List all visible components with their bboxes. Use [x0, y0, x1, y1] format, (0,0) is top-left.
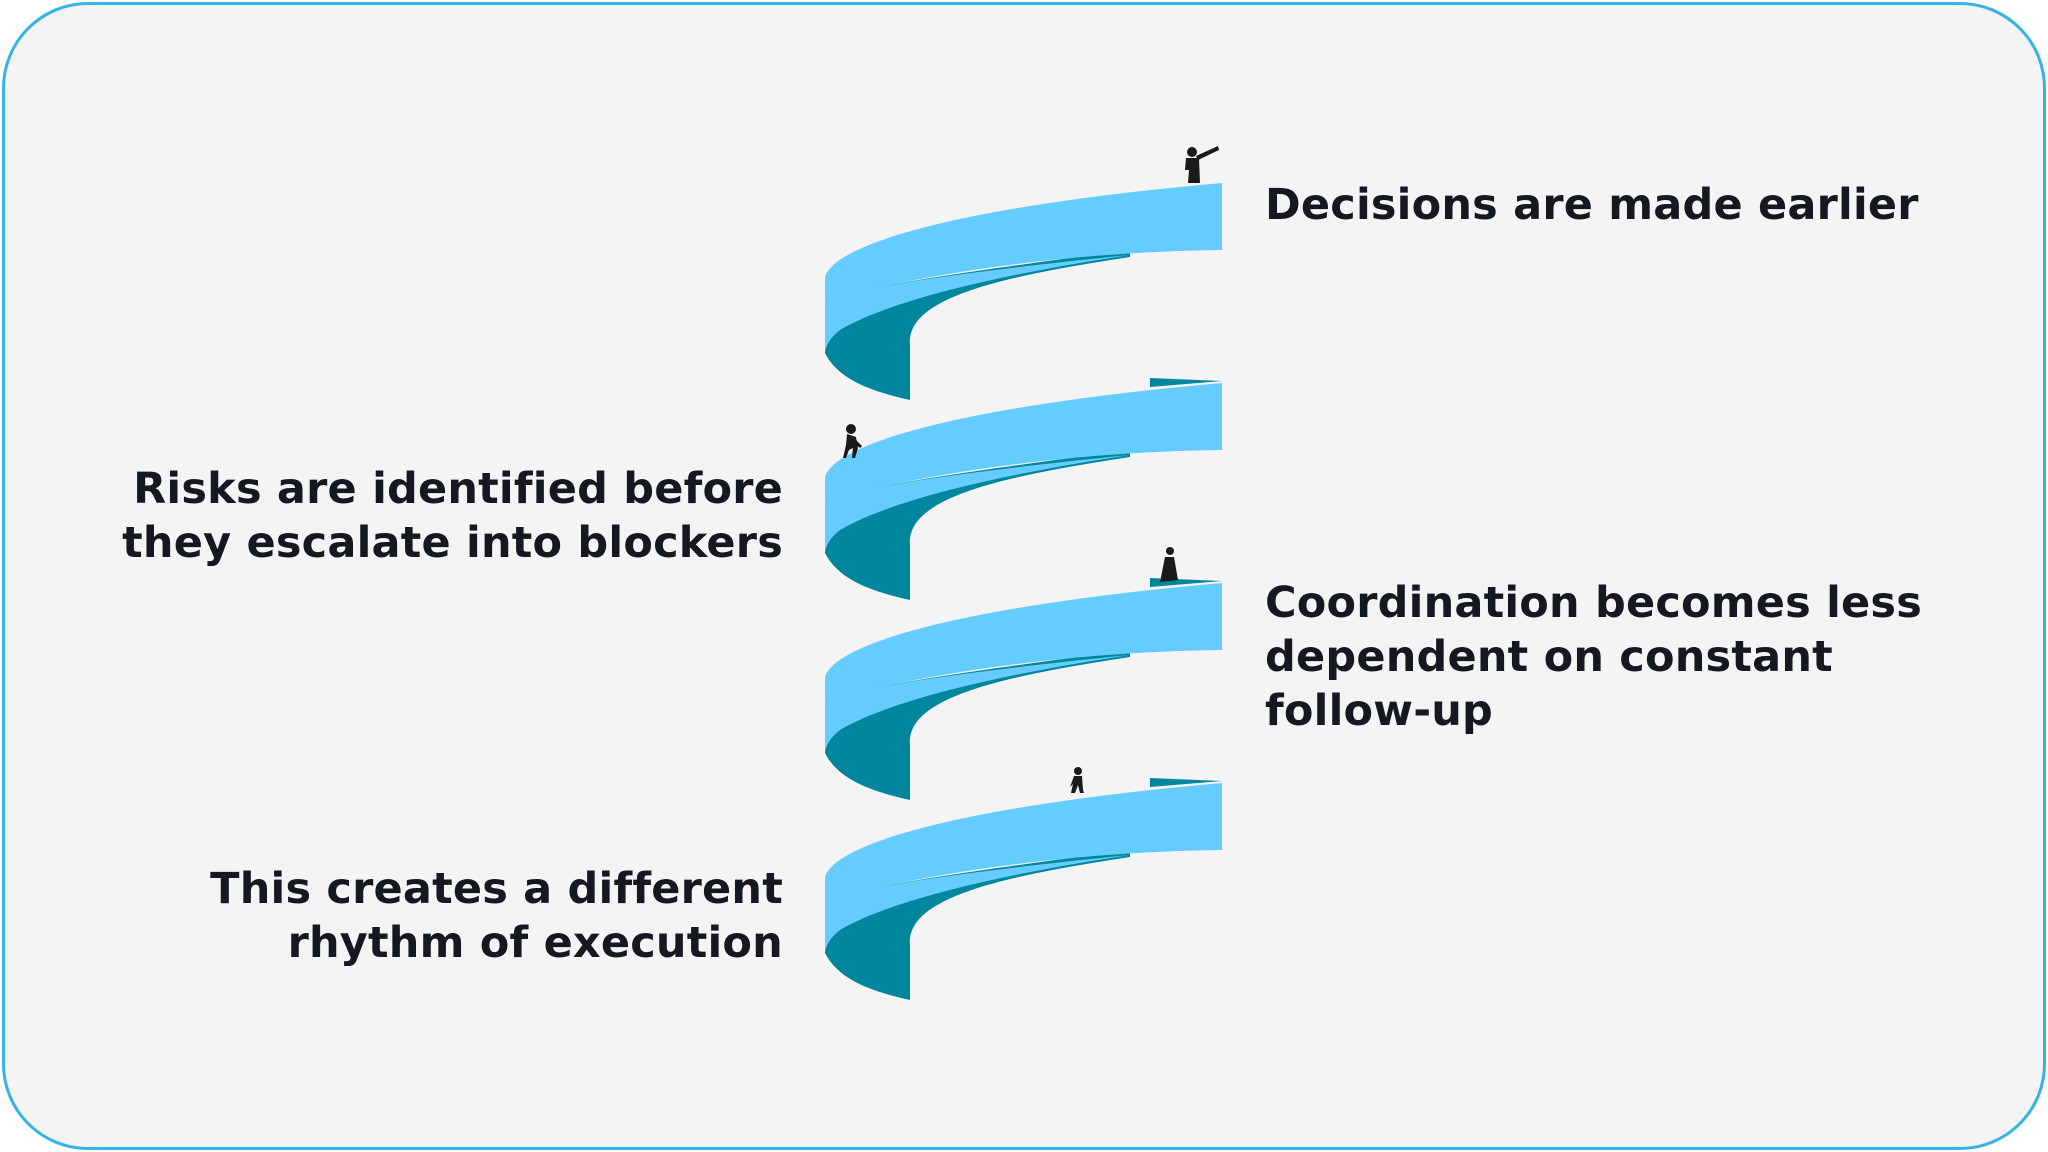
- person-with-telescope-icon: [1185, 146, 1219, 183]
- ribbon-turn-2: [825, 378, 1222, 600]
- statement-coordination: Coordination becomes less dependent on c…: [1265, 578, 1923, 736]
- statement-rhythm: This creates a different rhythm of execu…: [210, 864, 783, 968]
- sitting-person-icon: [1160, 547, 1178, 582]
- walking-person-icon: [1070, 767, 1084, 793]
- statement-decisions: Decisions are made earlier: [1265, 180, 1919, 230]
- climbing-person-icon: [843, 424, 862, 458]
- ribbon-turn-1: [825, 183, 1222, 400]
- ribbon-turn-4: [825, 778, 1222, 1000]
- statement-risks: Risks are identified before they escalat…: [122, 464, 783, 568]
- ribbon-turn-3: [825, 578, 1222, 800]
